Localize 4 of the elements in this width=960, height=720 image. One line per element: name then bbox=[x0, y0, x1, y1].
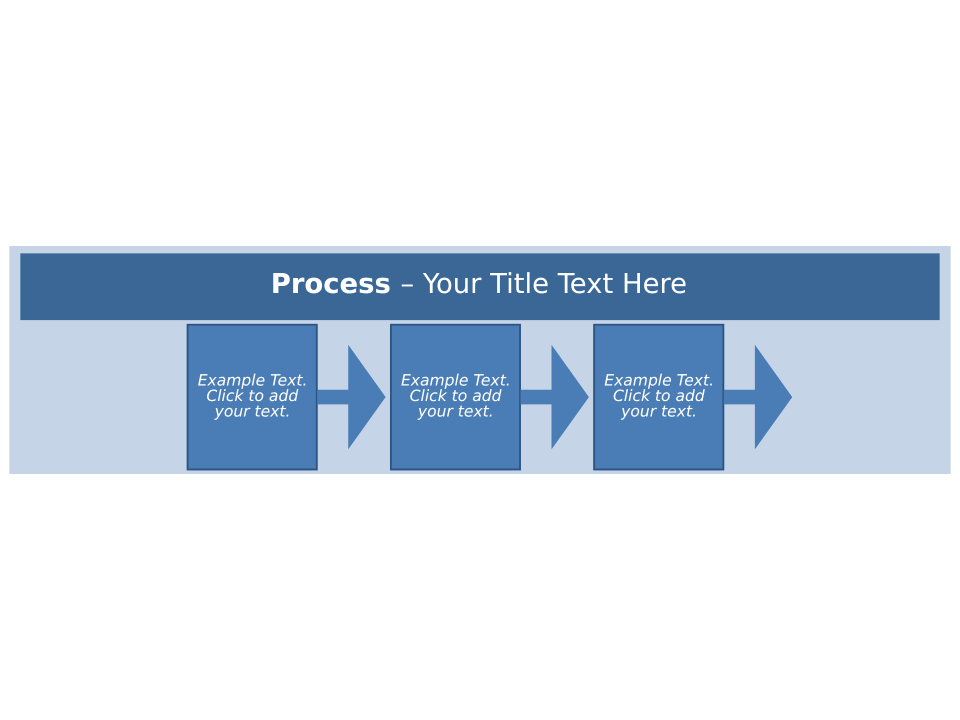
arrow bbox=[724, 344, 792, 450]
arrow bbox=[317, 344, 386, 450]
diagram-title: Process – Your Title Text Here bbox=[270, 269, 688, 300]
arrow bbox=[520, 344, 589, 450]
